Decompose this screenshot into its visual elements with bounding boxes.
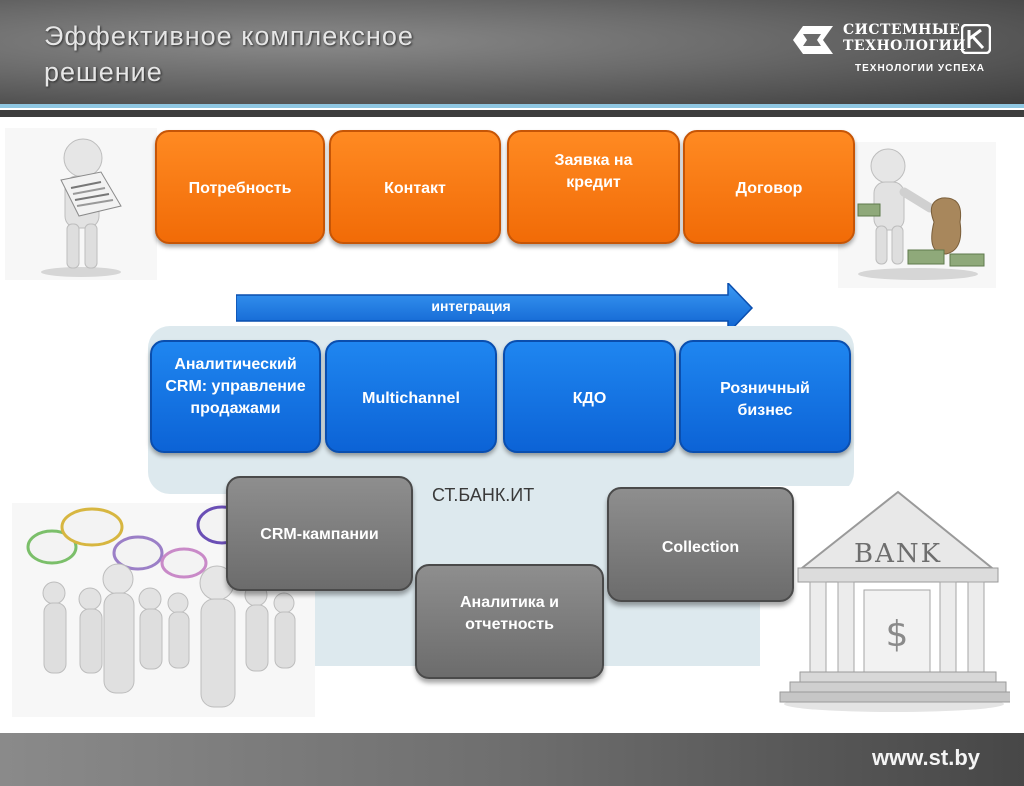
dollar-icon: $	[886, 614, 909, 655]
module-analytical-crm-label: Аналитический CRM: управление продажами	[165, 356, 306, 417]
header-stripe-blue	[0, 104, 1024, 108]
step-contract-label: Договор	[735, 180, 803, 197]
logo-slogan: ТЕХНОЛОГИИ УСПЕХА	[855, 63, 986, 74]
logo-text-line2: ТЕХНОЛОГИИ	[843, 38, 967, 54]
step-credit-application-label: Заявка на кредит	[554, 152, 633, 191]
title-line-2: решение	[44, 57, 163, 87]
step-contact-label: Контакт	[384, 180, 446, 197]
logo-text-line1: СИСТЕМНЫЕ	[843, 22, 961, 38]
module-multichannel[interactable]: Multichannel	[325, 340, 497, 453]
page-title: Эффективное комплексное решение	[44, 18, 414, 90]
module-kdo-label: КДО	[572, 390, 607, 407]
step-need[interactable]: Потребность	[155, 130, 325, 244]
platform-title: СТ.БАНК.ИТ	[432, 485, 535, 505]
company-logo: СИСТЕМНЫЕ ТЕХНОЛОГИИ ТЕХНОЛОГИИ УСПЕХА	[793, 22, 1003, 82]
module-kdo[interactable]: КДО	[503, 340, 676, 453]
module-retail-business-label: Розничный бизнес	[720, 380, 810, 419]
header-bar: Эффективное комплексное решение СИСТЕМНЫ…	[0, 0, 1024, 104]
item-crm-campaigns[interactable]: CRM-кампании	[226, 476, 413, 591]
person-reading-newspaper-icon	[5, 128, 157, 280]
logo-mark-icon	[793, 26, 833, 54]
integration-label: интеграция	[431, 298, 511, 314]
bank-sign: BANK	[854, 539, 942, 569]
module-analytical-crm[interactable]: Аналитический CRM: управление продажами	[150, 340, 321, 453]
step-contract[interactable]: Договор	[683, 130, 855, 244]
module-multichannel-label: Multichannel	[362, 390, 460, 407]
logo-emblem-icon	[961, 24, 991, 54]
footer-bar: www.st.by	[0, 733, 1024, 786]
item-analytics-reporting[interactable]: Аналитика и отчетность	[415, 564, 604, 679]
website-link[interactable]: www.st.by	[872, 745, 980, 770]
item-crm-campaigns-label: CRM-кампании	[260, 526, 379, 543]
step-credit-application[interactable]: Заявка на кредит	[507, 130, 680, 244]
step-contact[interactable]: Контакт	[329, 130, 501, 244]
item-collection-label: Collection	[661, 539, 740, 556]
step-need-label: Потребность	[188, 180, 292, 197]
person-with-money-icon	[838, 142, 996, 288]
header-stripe-white	[0, 108, 1024, 110]
item-analytics-reporting-label: Аналитика и отчетность	[460, 594, 559, 633]
header-stripe-dark	[0, 110, 1024, 117]
item-collection[interactable]: Collection	[607, 487, 794, 602]
title-line-1: Эффективное комплексное	[44, 21, 414, 51]
module-retail-business[interactable]: Розничный бизнес	[679, 340, 851, 453]
integration-arrow-icon	[236, 283, 754, 333]
bank-building-icon: BANK $	[760, 486, 1010, 716]
